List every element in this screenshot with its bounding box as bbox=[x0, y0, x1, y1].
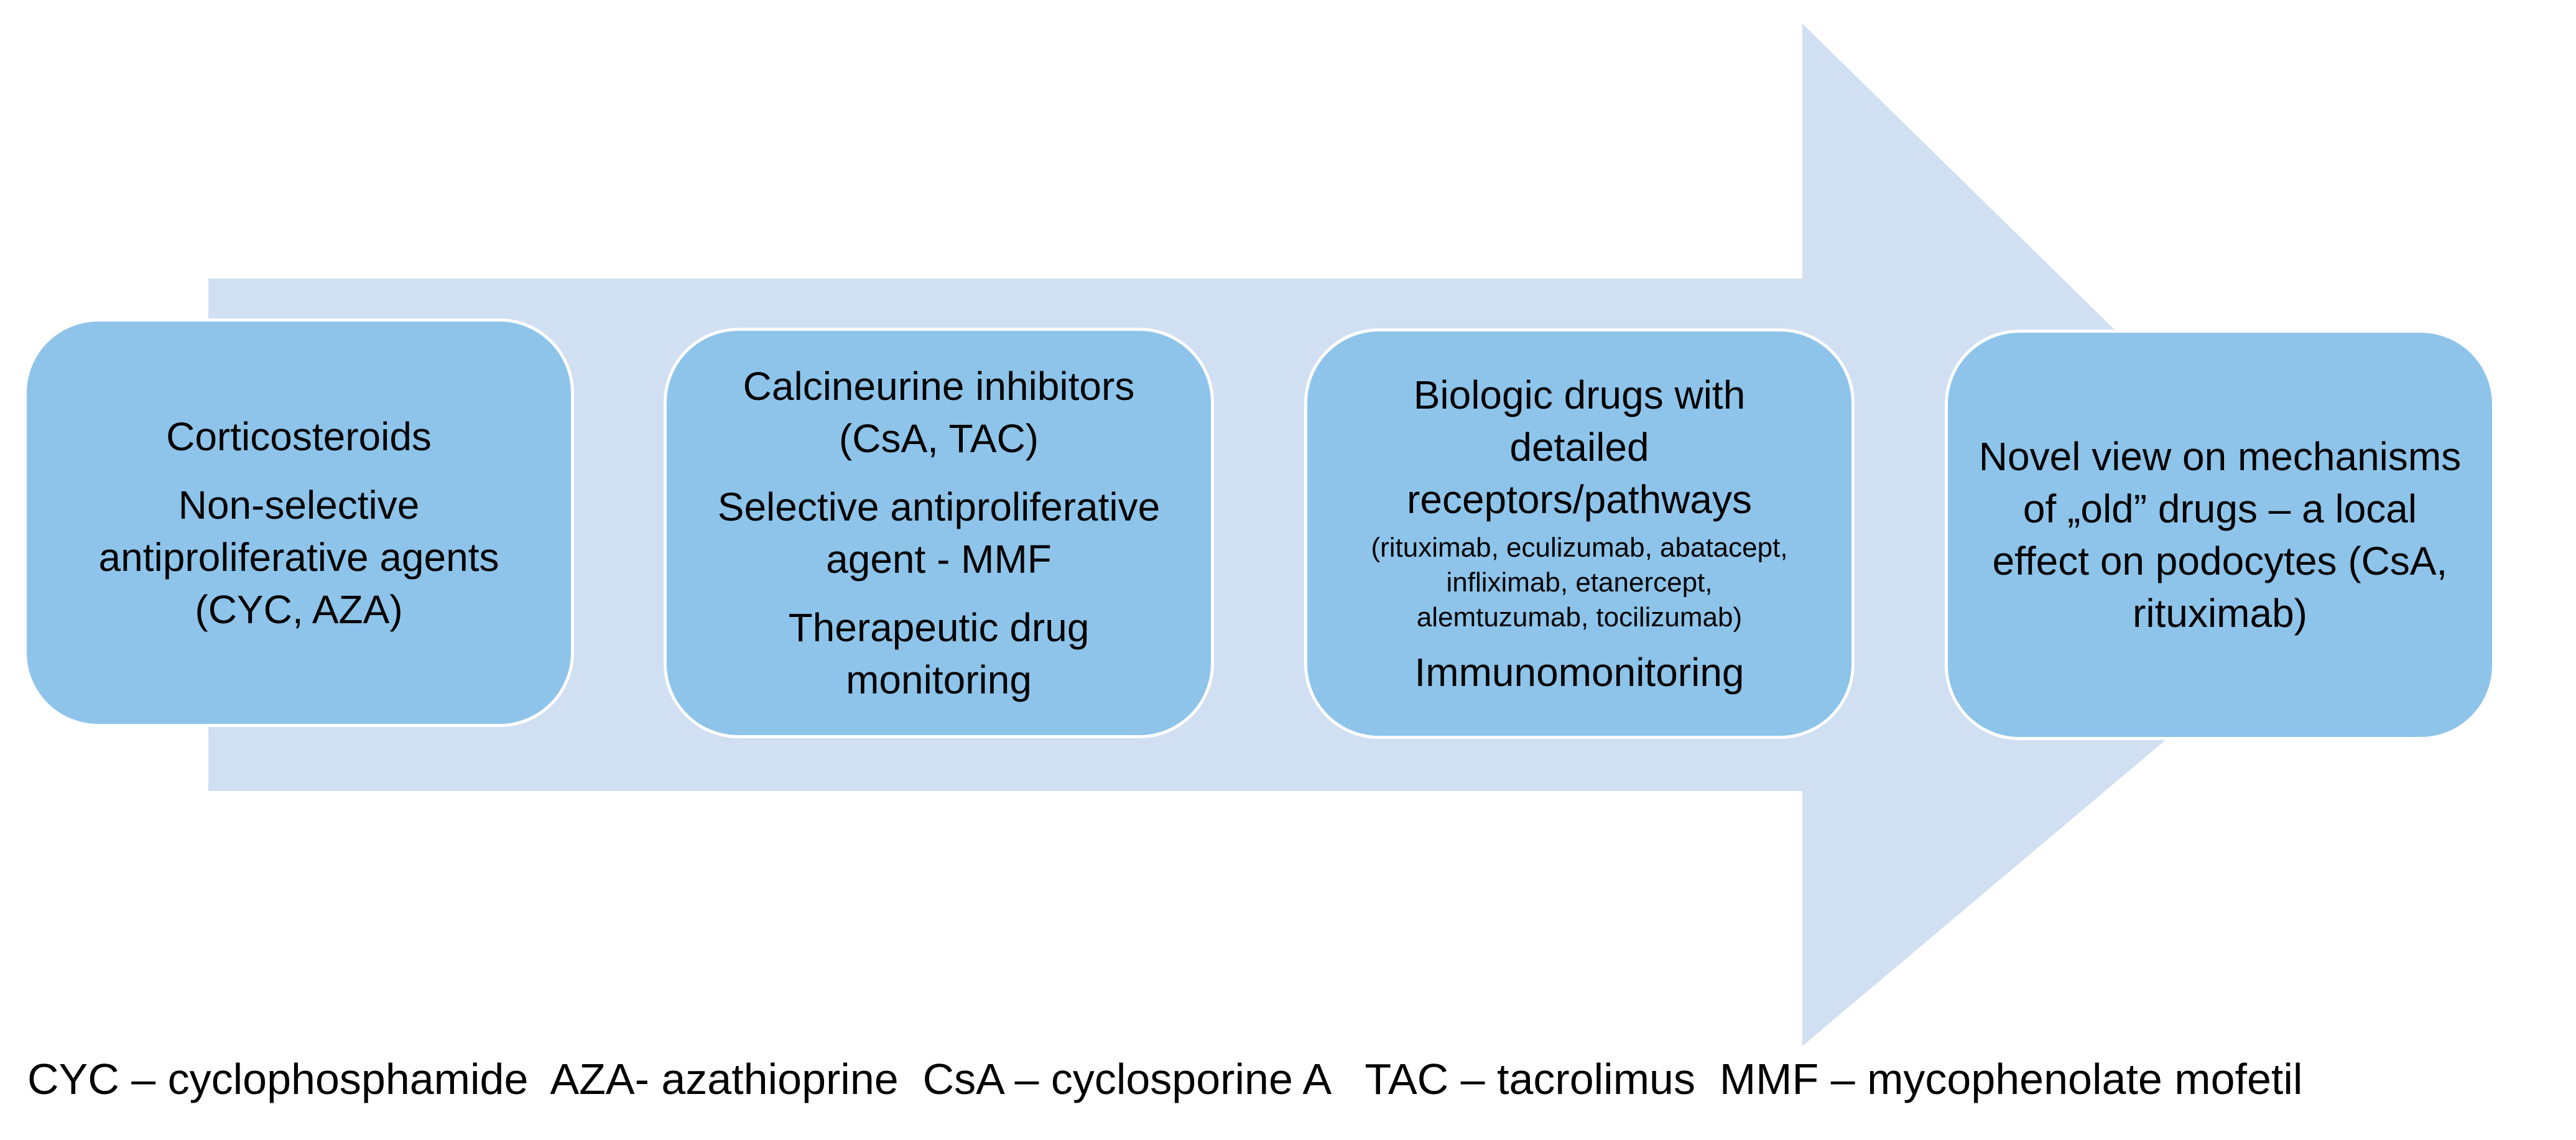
stage-1-line-2: Non-selective antiproliferative agents (… bbox=[98, 482, 499, 632]
stage-2-line-3: Therapeutic drug monitoring bbox=[788, 605, 1090, 702]
stage-3-box: Biologic drugs with detailed receptors/p… bbox=[1304, 328, 1855, 739]
stage-2-line-1: Calcineurine inhibitors (CsA, TAC) bbox=[743, 364, 1135, 461]
stage-3-heading: Biologic drugs with detailed receptors/p… bbox=[1407, 373, 1752, 522]
stage-1-line-1: Corticosteroids bbox=[166, 414, 432, 459]
stage-3-examples: (rituximab, eculizumab, abatacept, infli… bbox=[1371, 532, 1788, 633]
stage-1-box: Corticosteroids Non-selective antiprolif… bbox=[24, 318, 574, 727]
stage-4-line-1: Novel view on mechanisms of „old” drugs … bbox=[1978, 434, 2462, 636]
progression-arrow-shape bbox=[208, 24, 2363, 1046]
stage-2-box: Calcineurine inhibitors (CsA, TAC) Selec… bbox=[664, 328, 1214, 738]
abbreviations-footnote: CYC – cyclophosphamide AZA- azathioprine… bbox=[27, 1055, 2303, 1103]
stage-3-footer: Immunomonitoring bbox=[1414, 650, 1744, 695]
stage-4-box: Novel view on mechanisms of „old” drugs … bbox=[1945, 330, 2495, 740]
stage-2-line-2: Selective antiproliferative agent - MMF bbox=[717, 484, 1161, 582]
